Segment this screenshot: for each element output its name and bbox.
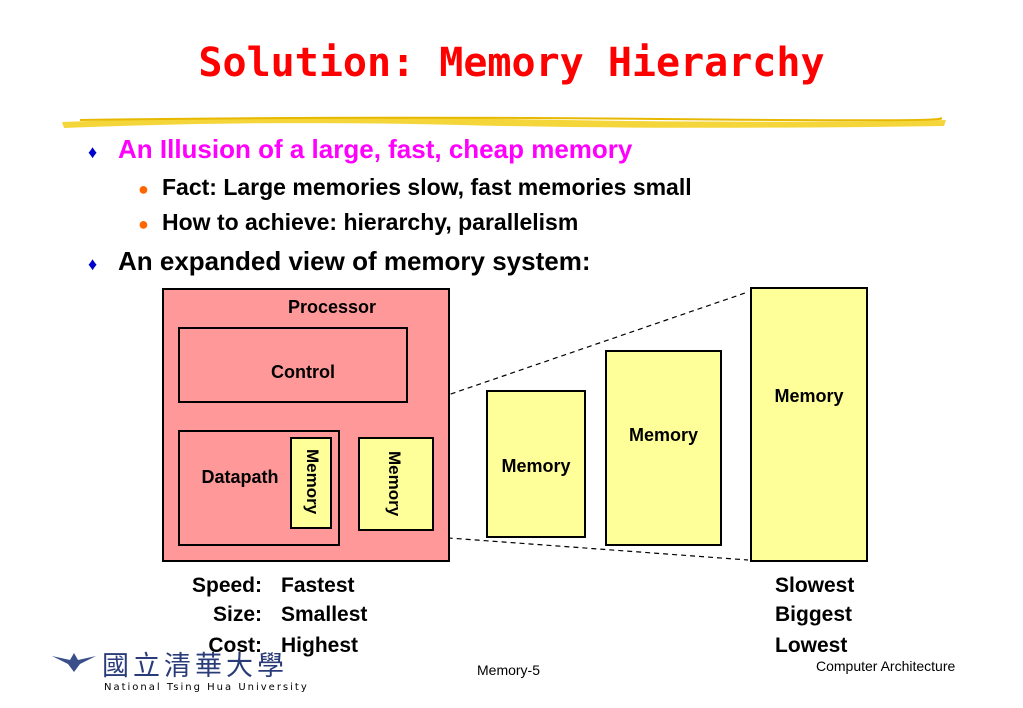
control-label: Control [271, 362, 335, 382]
memory-level2-box [486, 390, 586, 538]
cost-fast-value: Highest [281, 634, 359, 657]
memory-level4-box [750, 287, 868, 562]
bullet-expanded-view-text: An expanded view of memory system: [118, 246, 591, 276]
speed-label: Speed: [191, 574, 262, 597]
sub-bullet-fact-text: Fact: Large memories slow, fast memories… [162, 174, 692, 200]
speed-fast-value: Fastest [281, 574, 355, 597]
title-underline-decoration [62, 116, 946, 128]
nthu-logo-icon [52, 653, 96, 672]
sub-bullet-fact: ● Fact: Large memories slow, fast memorie… [138, 174, 692, 201]
cost-slow-value: Lowest [775, 634, 848, 657]
page-number: Memory-5 [477, 662, 541, 678]
dot-bullet-icon: ● [138, 214, 149, 234]
memory-l1-label: Memory [385, 451, 404, 517]
sub-bullet-achieve: ● How to achieve: hierarchy, parallelism [138, 209, 578, 236]
university-name-en: National Tsing Hua University [104, 682, 309, 693]
dot-bullet-icon: ● [138, 179, 149, 199]
diamond-bullet-icon: ♦ [88, 254, 98, 274]
cost-label: Cost: [208, 634, 262, 657]
university-name-cn: 國立清華大學 [102, 651, 288, 682]
memory-registers-label: Memory [303, 449, 322, 515]
control-box [178, 327, 408, 403]
memory-level4-label: Memory [774, 386, 844, 406]
memory-l1-box [358, 437, 434, 531]
bullet-illusion: ♦ An Illusion of a large, fast, cheap mem… [88, 134, 632, 165]
sub-bullet-achieve-text: How to achieve: hierarchy, parallelism [162, 209, 579, 235]
size-fast-value: Smallest [281, 603, 368, 626]
bullet-expanded-view: ♦ An expanded view of memory system: [88, 246, 590, 277]
size-label: Size: [212, 603, 262, 626]
speed-slow-value: Slowest [775, 574, 855, 597]
memory-level3-box [605, 350, 722, 546]
course-name: Computer Architecture [816, 658, 956, 674]
memory-level3-label: Memory [628, 425, 699, 445]
size-slow-value: Biggest [775, 603, 853, 626]
bullet-illusion-text: An Illusion of a large, fast, cheap memo… [118, 134, 633, 164]
processor-label: Processor [287, 297, 377, 317]
datapath-label: Datapath [201, 467, 279, 487]
diamond-bullet-icon: ♦ [88, 142, 98, 162]
memory-level2-label: Memory [501, 456, 571, 476]
slide-title: Solution: Memory Hierarchy [198, 40, 825, 86]
memory-registers-box [290, 437, 332, 529]
